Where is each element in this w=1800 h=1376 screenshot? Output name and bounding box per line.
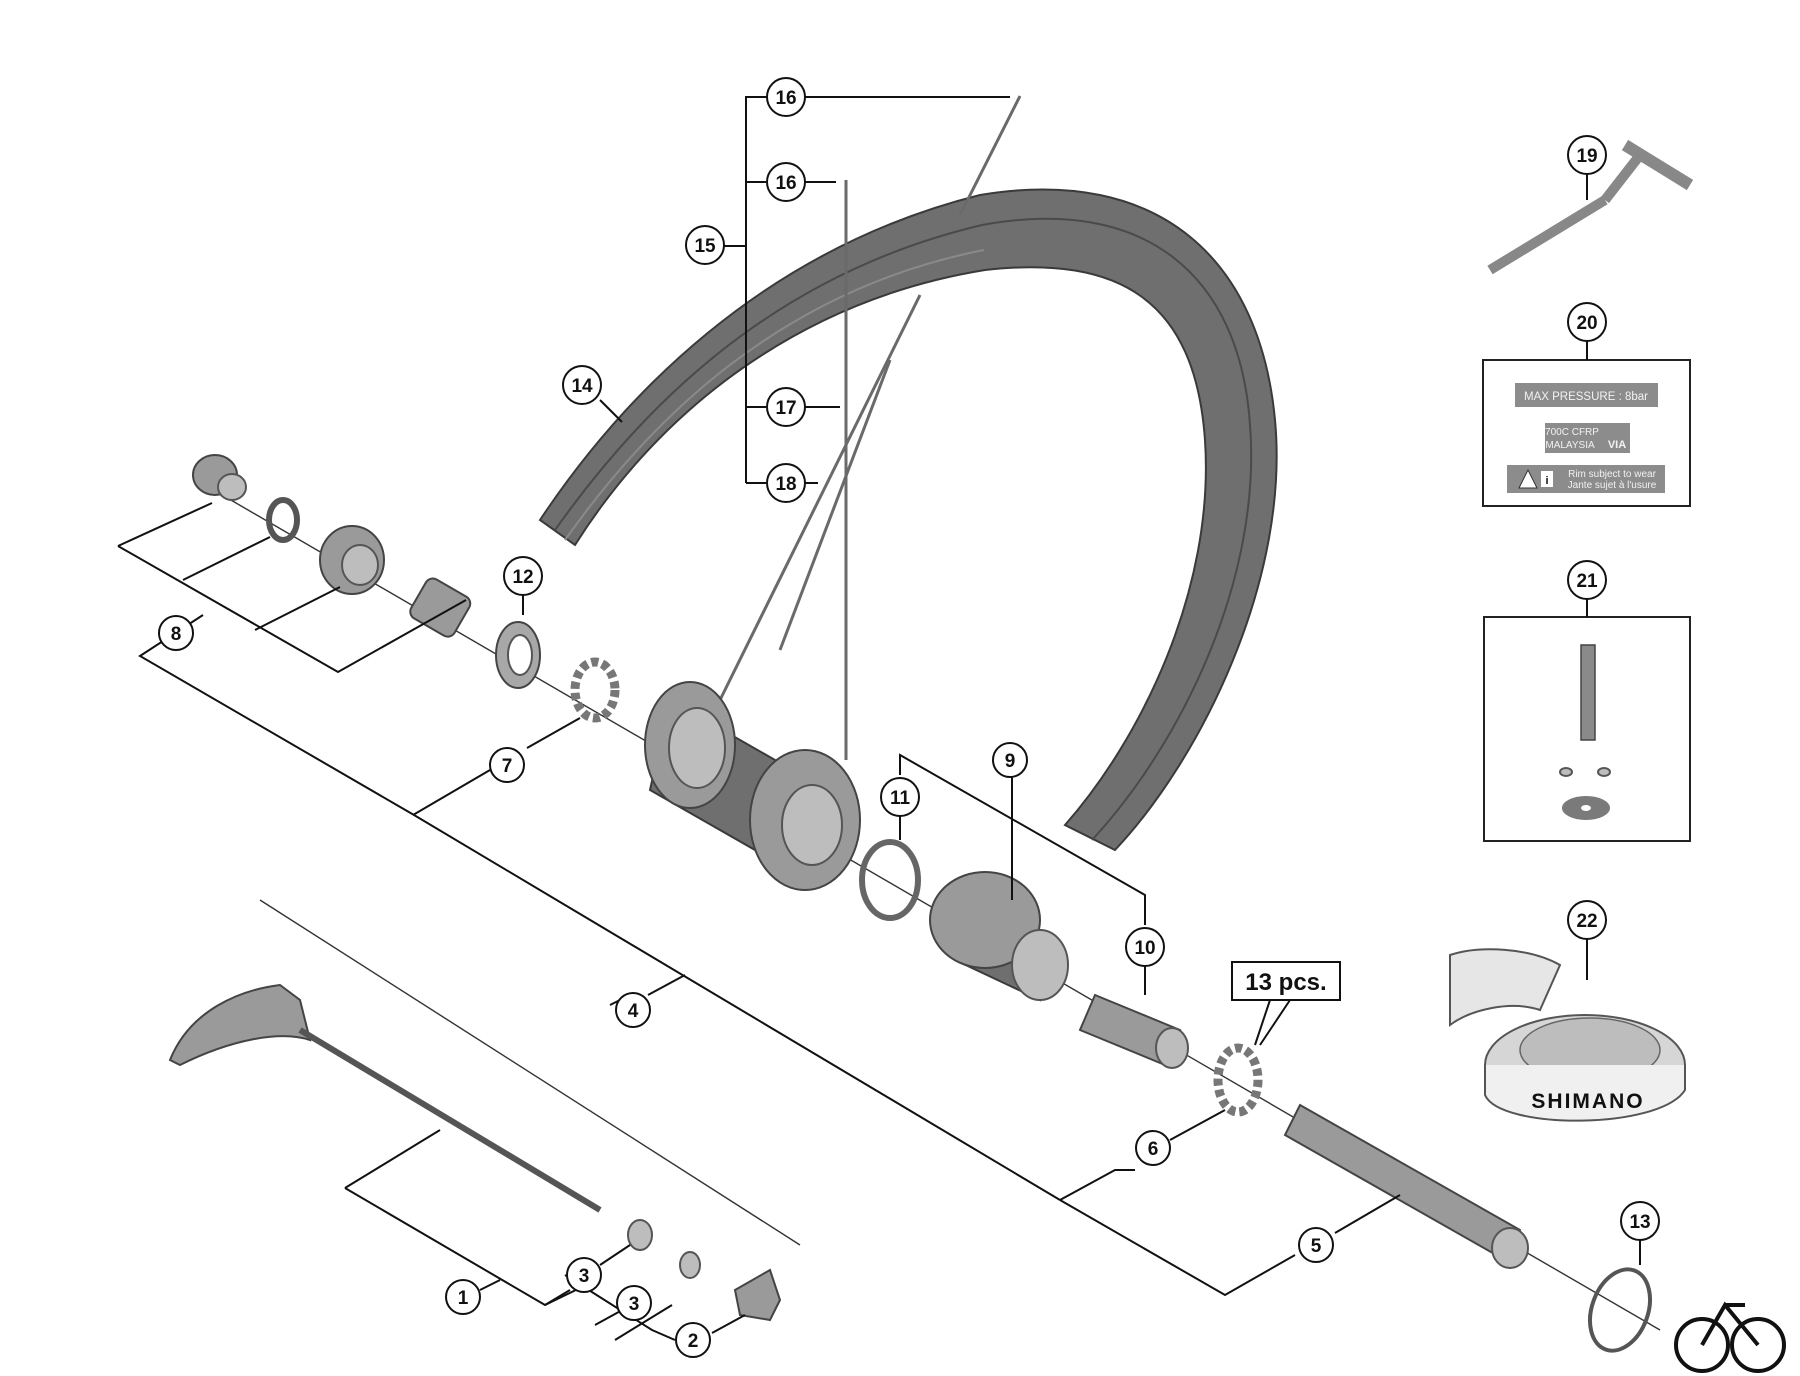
rim-tape-brand: SHIMANO [1531,1090,1644,1113]
callout-14: 14 [562,365,602,405]
callout-18: 18 [766,463,806,503]
spokes [718,95,1022,760]
callout-5: 5 [1298,1227,1334,1263]
sleeve-10 [1078,993,1189,1069]
callout-6: 6 [1135,1130,1171,1166]
hub-shell-cone-left [319,525,385,595]
callout-21: 21 [1567,560,1607,600]
callout-20: 20 [1567,302,1607,342]
ball-bearing-6 [1213,1043,1263,1117]
bicycle-logo-icon [1674,1301,1786,1373]
callout-3a-text: 3 [579,1266,590,1287]
callout-16a-text: 16 [775,88,796,109]
callout-8-text: 8 [171,624,182,645]
callout-3a: 3 [566,1257,602,1293]
callout-19-text: 19 [1576,146,1597,167]
callout-16b: 16 [766,162,806,202]
bearing-nut-left [409,577,472,638]
hub-body [644,681,861,891]
spring-3b [679,1251,701,1279]
callout-10: 10 [1125,927,1165,967]
callout-2: 2 [675,1322,711,1358]
label-wear-fr: Jante sujet à l'usure [1568,480,1657,491]
ball-bearing-7 [570,657,620,723]
callout-15-text: 15 [694,236,716,257]
label-size: 700C CFRP [1545,427,1599,438]
callout-2-text: 2 [688,1331,699,1352]
callout-18-text: 18 [775,474,796,495]
callout-22: 22 [1567,900,1607,940]
callout-1: 1 [445,1279,481,1315]
callout-12-text: 12 [512,567,533,588]
callout-11-text: 11 [890,788,911,809]
callout-9-text: 9 [1005,751,1016,772]
callout-4-text: 4 [628,1001,639,1022]
rim-label-sticker: MAX PRESSURE : 8bar 700C CFRP MALAYSIA V… [1482,359,1691,507]
callout-13-text: 13 [1629,1212,1650,1233]
callout-17: 17 [766,387,806,427]
valve-extender-kit [1483,616,1691,842]
callout-16a: 16 [766,77,806,117]
washer-12 [495,621,541,689]
o-ring-11 [859,839,921,921]
callout-19: 19 [1567,135,1607,175]
callout-15: 15 [685,225,725,265]
callout-3b-text: 3 [629,1294,640,1315]
callout-22-text: 22 [1576,911,1597,932]
callout-16b-text: 16 [775,173,796,194]
quantity-box: 13 pcs. [1231,961,1341,1001]
callout-10-text: 10 [1134,938,1155,959]
callout-7: 7 [489,747,525,783]
callout-13: 13 [1620,1201,1660,1241]
callout-14-text: 14 [571,376,593,397]
leader-lines [117,96,1641,1341]
label-wear-en: Rim subject to wear [1568,469,1656,480]
callout-4: 4 [615,992,651,1028]
callout-21-text: 21 [1576,571,1598,592]
callout-6-text: 6 [1148,1139,1159,1160]
tool-19 [1487,139,1694,275]
callout-5-text: 5 [1311,1236,1322,1257]
label-info-icon: i [1545,475,1548,487]
callout-9: 9 [992,742,1028,778]
label-via: VIA [1608,439,1626,451]
callout-20-text: 20 [1576,313,1597,334]
callout-8: 8 [158,615,194,651]
rim-tape-roll: SHIMANO [1449,948,1686,1122]
washer-left [266,497,300,543]
callout-7-text: 7 [502,756,513,777]
end-cap-left [192,454,247,501]
callout-17-text: 17 [775,398,796,419]
spring-3a [627,1219,653,1251]
freehub-body-9 [929,871,1069,1002]
quick-release-lever [168,983,602,1213]
o-ring-13 [1588,1267,1652,1353]
label-origin: MALAYSIA [1545,440,1595,451]
label-pressure: MAX PRESSURE : 8bar [1524,391,1648,403]
adjusting-nut-2 [733,1268,782,1322]
rim [538,188,1278,852]
callout-3b: 3 [616,1285,652,1321]
callout-12: 12 [503,556,543,596]
axle-5 [1283,1103,1529,1269]
quantity-label: 13 pcs. [1245,969,1326,996]
callout-1-text: 1 [458,1288,469,1309]
warning-triangle-icon [1518,468,1538,489]
callout-11: 11 [880,777,920,817]
